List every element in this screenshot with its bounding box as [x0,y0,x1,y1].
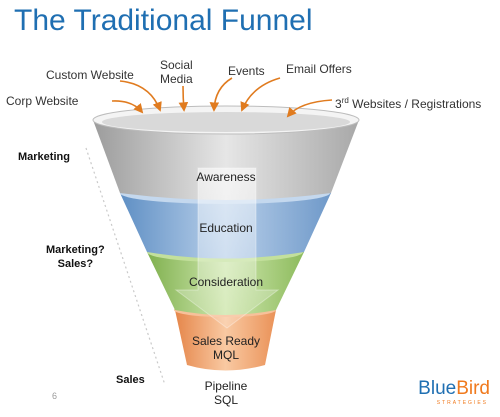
stage-awareness: Awareness [196,170,256,184]
source-third-party-prefix: 3 [335,97,342,111]
arrow-custom-website [119,80,162,112]
funnel-top-opening [102,112,350,132]
source-social-media-line1: Social [160,58,193,72]
stage-consideration: Consideration [188,275,264,289]
stage-pipeline: Pipeline SQL [176,379,276,407]
logo-part1: Blue [418,378,457,399]
stage-sales-ready-line2: MQL [212,348,239,362]
side-dotted-line [85,147,166,386]
source-custom-website: Custom Website [46,68,134,82]
label-marketing-sales-line2: Sales? [57,258,94,270]
source-email-offers: Email Offers [286,62,352,76]
source-third-party: 3rd Websites / Registrations [335,94,481,111]
source-events: Events [228,64,265,78]
label-marketing-sales: Marketing? Sales? [46,243,105,271]
stage-sales-ready: Sales Ready MQL [176,334,276,362]
funnel-band-sales-ready [175,310,276,371]
source-corp-website: Corp Website [6,94,79,108]
source-social-media-line2: Media [160,72,193,86]
bluebird-logo: BlueBird [418,378,490,400]
arrow-social-media [178,85,189,112]
central-down-arrow [174,167,280,329]
source-third-party-rest: Websites / Registrations [348,97,482,111]
logo-tagline: STRATEGIES [436,400,488,406]
source-social-media: Social Media [160,58,193,86]
logo-part2: Bird [456,378,490,399]
label-marketing: Marketing [18,151,70,163]
label-sales: Sales [116,374,145,386]
arrow-events [209,77,233,112]
stage-pipeline-line1: Pipeline [204,379,248,393]
stage-sales-ready-line1: Sales Ready [191,334,261,348]
label-marketing-sales-line1: Marketing? [46,244,105,256]
page-title: The Traditional Funnel [14,4,313,37]
arrow-email-offers [240,77,281,112]
stage-education: Education [199,221,253,235]
source-third-party-sup: rd [341,96,349,105]
arrow-corp-website [111,100,144,114]
page-number: 6 [52,391,58,401]
source-arrows [111,77,333,118]
funnel-band-awareness [93,120,359,200]
stage-pipeline-line2: SQL [213,393,238,407]
arrow-third-party [286,99,333,118]
